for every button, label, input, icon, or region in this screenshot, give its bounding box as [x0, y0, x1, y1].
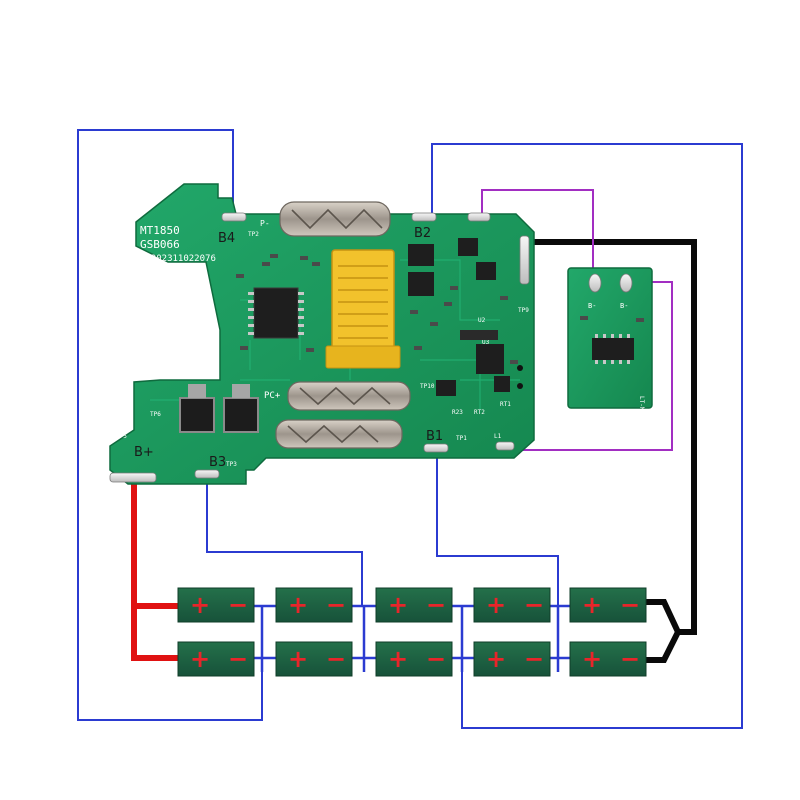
silk-ul: E498039	[164, 278, 194, 286]
cell-plus-sign: +	[190, 645, 210, 673]
wire-negative-top	[645, 599, 681, 634]
label-tp1: TP1	[456, 435, 467, 442]
label-l1: L1	[494, 433, 502, 440]
cell-plus-sign: +	[288, 645, 308, 673]
cell-minus-sign: −	[524, 645, 544, 673]
cell-minus-sign: −	[326, 591, 346, 619]
cell-plus-sign: +	[388, 591, 408, 619]
label-rt2: RT2	[474, 409, 485, 416]
wire-purple-2	[512, 281, 673, 451]
mosfet-2	[223, 397, 259, 433]
cell-minus-sign: −	[228, 591, 248, 619]
battery-cell: +−	[473, 587, 551, 623]
pad-b3	[194, 469, 220, 479]
pad-b1	[423, 443, 449, 453]
wire-negative	[527, 239, 697, 635]
label-u3: U3	[482, 339, 490, 346]
pad-b-plus	[109, 472, 157, 483]
cell-plus-sign: +	[388, 645, 408, 673]
sub-pad-2	[619, 273, 633, 293]
label-tp5: TP5	[116, 433, 127, 440]
label-rt1: RT1	[500, 401, 511, 408]
cell-minus-sign: −	[326, 645, 346, 673]
label-tp6: TP6	[150, 411, 161, 418]
label-p-minus: P-	[260, 219, 270, 228]
wire-b1	[436, 452, 559, 606]
main-pcb: MT1850 GSB066 LT202311022076 2023-11-06 …	[109, 183, 535, 485]
mosfet-1	[179, 397, 215, 433]
label-b-plus: B+	[134, 445, 154, 460]
silk-lot: LT202311022076	[140, 254, 216, 264]
wire-b3	[206, 480, 363, 606]
label-b4: B4	[218, 231, 235, 246]
cell-minus-sign: −	[620, 591, 640, 619]
sub-silk-code: LT-MSQ-2	[638, 396, 645, 425]
spring-terminals	[275, 201, 411, 449]
cell-minus-sign: −	[620, 645, 640, 673]
pcb-pads: B4 TP2 B2 B+ TP5 B3 TP3 B1 TP1 PC+ P- U2…	[109, 212, 530, 483]
label-b3: B3	[209, 455, 226, 470]
sub-pcb: B- B- LT-MSQ-2	[567, 267, 653, 425]
pad-p-minus	[519, 235, 530, 285]
cell-plus-sign: +	[582, 591, 602, 619]
label-b2: B2	[414, 226, 431, 241]
components	[179, 238, 523, 433]
sub-label-b-minus: B-	[588, 302, 596, 310]
wire-purple-1	[481, 189, 594, 280]
label-tp2: TP2	[248, 231, 259, 238]
label-tp3: TP3	[226, 461, 237, 468]
label-tp9: TP9	[518, 307, 529, 314]
cell-plus-sign: +	[486, 645, 506, 673]
sub-label-b-minus-2: B-	[620, 302, 628, 310]
pad-b4	[221, 212, 247, 222]
battery-cell: +−	[275, 641, 353, 677]
cell-plus-sign: +	[582, 645, 602, 673]
battery-cell: +−	[473, 641, 551, 677]
sub-ic	[592, 338, 634, 360]
wire-negative-bot	[645, 630, 681, 663]
battery-cell: +−	[375, 587, 453, 623]
sub-pad-1	[588, 273, 602, 293]
label-tp10: TP10	[420, 383, 435, 390]
cell-minus-sign: −	[426, 591, 446, 619]
battery-cell: +−	[569, 641, 647, 677]
battery-cells: +−+−+−+−+−+−+−+−+−+−	[177, 587, 647, 677]
label-u2: U2	[478, 317, 486, 324]
main-ic	[253, 287, 299, 339]
cell-plus-sign: +	[190, 591, 210, 619]
silk-rating: TM-1 94V-0	[164, 288, 201, 295]
battery-cell: +−	[275, 587, 353, 623]
cell-minus-sign: −	[524, 591, 544, 619]
pad-right-3	[495, 441, 515, 451]
wires	[77, 129, 743, 729]
battery-cell: +−	[375, 641, 453, 677]
battery-cell: +−	[569, 587, 647, 623]
pad-b2	[411, 212, 437, 222]
silk-code: GSB066	[140, 238, 180, 251]
battery-cell: +−	[177, 641, 255, 677]
silk-date: 2023-11-06	[155, 266, 203, 275]
silkscreen: MT1850 GSB066 LT202311022076 2023-11-06 …	[140, 224, 216, 295]
pad-right-2	[467, 212, 491, 222]
battery-connector	[325, 249, 401, 369]
wire-b4	[77, 129, 263, 721]
silk-model: MT1850	[140, 224, 180, 237]
cell-minus-sign: −	[426, 645, 446, 673]
cell-minus-sign: −	[228, 645, 248, 673]
battery-cell: +−	[177, 587, 255, 623]
cell-plus-sign: +	[486, 591, 506, 619]
wire-b-plus	[131, 480, 180, 661]
wire-b2	[431, 143, 743, 729]
cell-plus-sign: +	[288, 591, 308, 619]
label-pc: PC+	[264, 391, 281, 401]
label-r23: R23	[452, 409, 463, 416]
label-b1: B1	[426, 429, 443, 444]
